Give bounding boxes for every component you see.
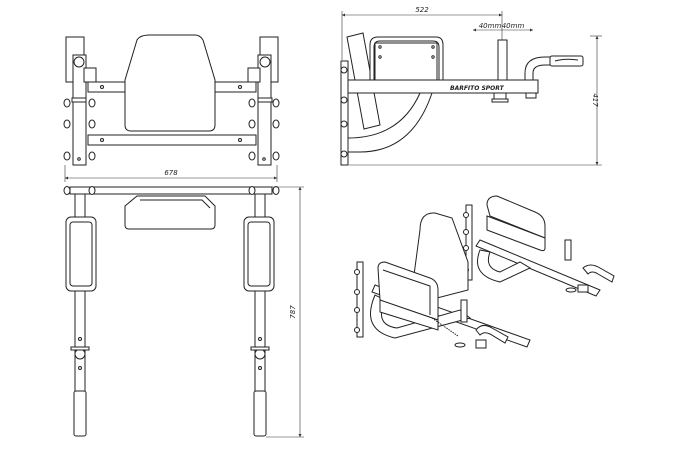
seat-pad-side (374, 42, 438, 81)
main-bar-side (347, 79, 539, 94)
handle-grip (549, 55, 584, 67)
right-arm-pad-iso (486, 195, 546, 239)
dimension-length-label: 522 (415, 6, 429, 14)
side-view: BARFITO SPORT 522 40mm 40mm 417 (340, 6, 602, 166)
isometric-view (354, 195, 615, 349)
dimension-width-label: 678 (164, 169, 178, 177)
brand-logo: BARFITO SPORT (450, 85, 505, 92)
back-pad-top (124, 195, 216, 230)
left-post (63, 36, 97, 166)
front-view: 678 (63, 34, 280, 182)
handle-post (497, 39, 508, 81)
rear-wall-plate-iso (465, 204, 473, 281)
dimension-depth-label: 787 (289, 305, 297, 319)
dimension-offset-left-label: 40mm (479, 22, 502, 30)
top-view: 787 (63, 186, 304, 438)
right-post (247, 36, 280, 166)
back-pad-front (124, 34, 216, 132)
front-wall-plate-iso (356, 261, 364, 338)
dimension-height-label: 417 (591, 93, 599, 107)
wall-plate (340, 60, 349, 166)
handle-elbow (524, 56, 551, 81)
left-arm-pad-iso (377, 261, 439, 321)
dimension-offset-right-label: 40mm (502, 22, 525, 30)
